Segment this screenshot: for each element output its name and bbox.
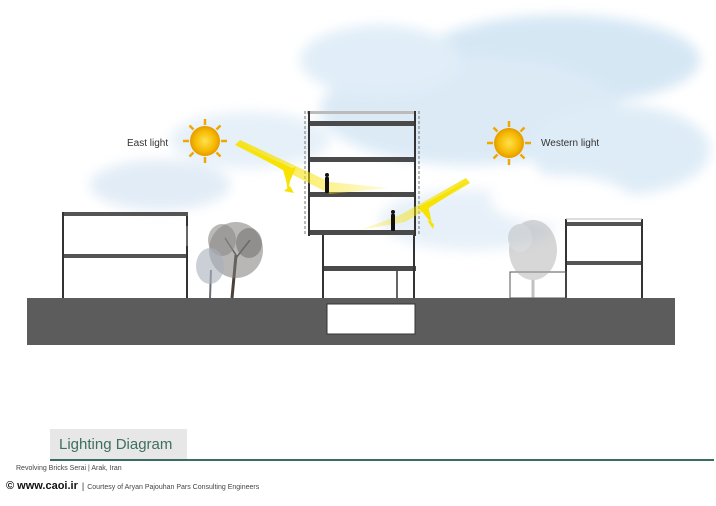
footer-divider (50, 459, 714, 461)
east-light-beam (235, 140, 388, 194)
sun-icon-east (183, 119, 227, 163)
east-light-label: East light (127, 138, 168, 149)
western-light-label: Western light (541, 138, 599, 149)
left-building (62, 212, 188, 298)
basement-void (326, 303, 416, 335)
website-link[interactable]: © www.caoi.ir (6, 480, 78, 492)
project-caption: Revolving Bricks Serai | Arak, Iran (16, 465, 122, 472)
sun-icon-west (487, 121, 531, 165)
tree-left (196, 222, 263, 299)
tree-right (508, 220, 557, 298)
credit-line: © www.caoi.ir|Courtesy of Aryan Pajouhan… (6, 476, 259, 494)
credit-separator: | (81, 481, 85, 491)
western-light-beam (360, 178, 470, 230)
person-figure-upper (325, 173, 329, 193)
right-building (509, 218, 643, 299)
courtesy-caption: Courtesy of Aryan Pajouhan Pars Consulti… (87, 484, 260, 491)
diagram-title: Lighting Diagram (50, 429, 187, 459)
person-figure-lower (391, 210, 395, 231)
